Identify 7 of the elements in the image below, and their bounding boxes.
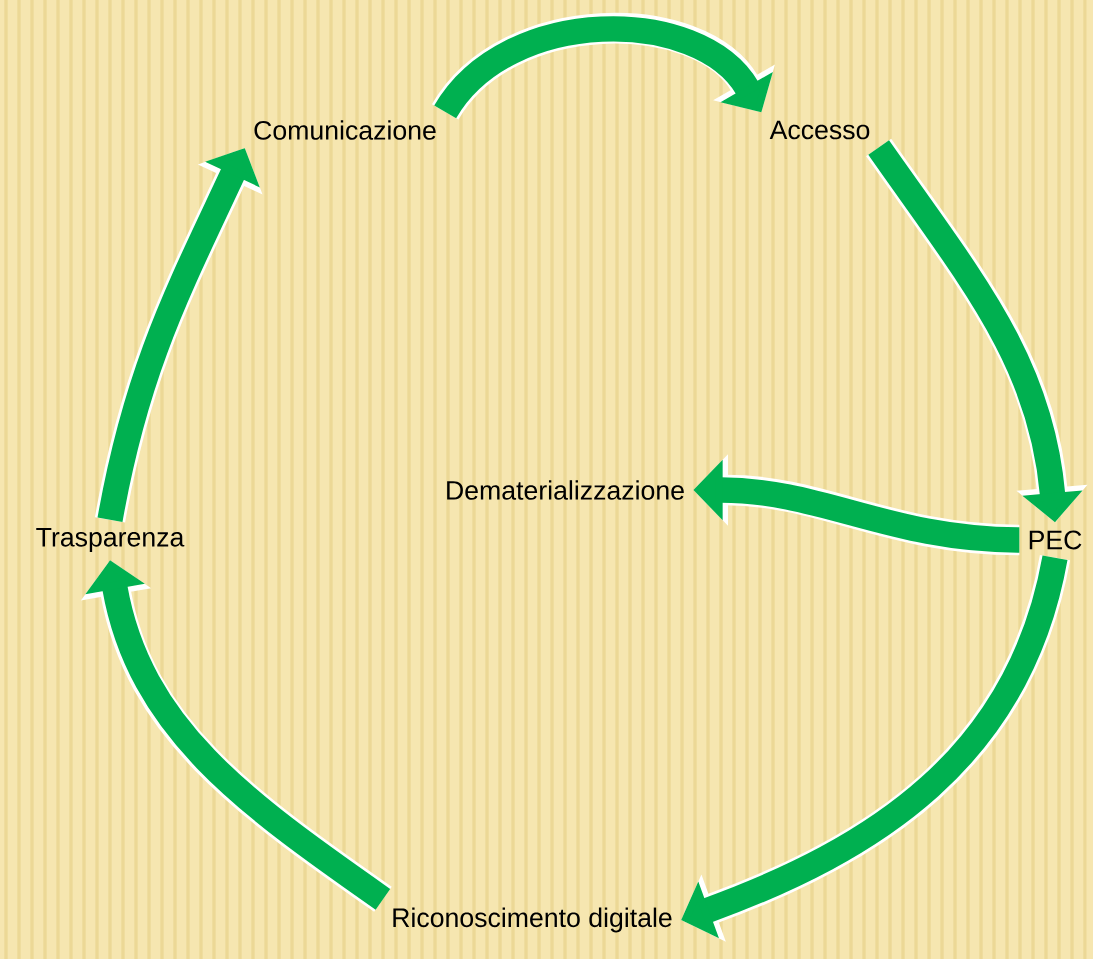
node-label: Accesso: [769, 120, 870, 140]
node-label: Comunicazione: [254, 120, 436, 140]
node-label: Dematerializzazione: [447, 480, 684, 500]
node-label: Trasparenza: [36, 528, 185, 552]
node-label: Riconoscimento digitale: [393, 907, 672, 933]
block-arrow: [432, 13, 775, 122]
node-label: PEC: [1029, 530, 1082, 550]
